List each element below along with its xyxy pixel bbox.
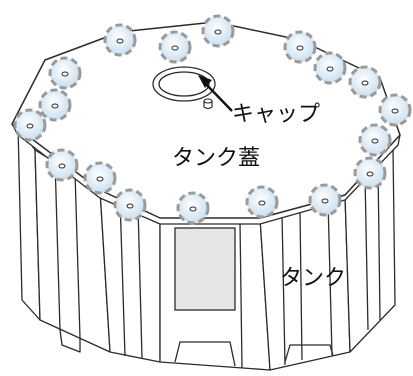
- cap-arrow: [198, 75, 233, 112]
- bolt-13: [45, 148, 79, 182]
- bolt-2: [103, 23, 137, 57]
- bolt-14: [83, 161, 117, 195]
- bolt-3: [158, 30, 192, 64]
- bolt-1: [48, 56, 82, 90]
- bolt-8: [38, 88, 72, 122]
- bolt-18: [308, 183, 342, 217]
- bolt-16: [176, 191, 210, 225]
- lid-label: タンク蓋: [172, 146, 260, 171]
- bolt-4: [201, 14, 235, 48]
- bolt-17: [245, 185, 279, 219]
- bolt-6: [313, 51, 347, 85]
- bolt-group: [13, 14, 412, 225]
- cap-label: キャップ: [232, 102, 320, 127]
- bolt-15: [113, 188, 147, 222]
- bolt-9: [13, 108, 47, 142]
- bolt-10: [378, 93, 412, 127]
- bolt-11: [358, 123, 392, 157]
- bolt-5: [283, 30, 317, 64]
- cap: [152, 66, 216, 110]
- tank-window: [174, 227, 236, 311]
- bolt-12: [353, 156, 387, 190]
- tank-label: タンク: [280, 266, 346, 291]
- bolt-7: [348, 65, 382, 99]
